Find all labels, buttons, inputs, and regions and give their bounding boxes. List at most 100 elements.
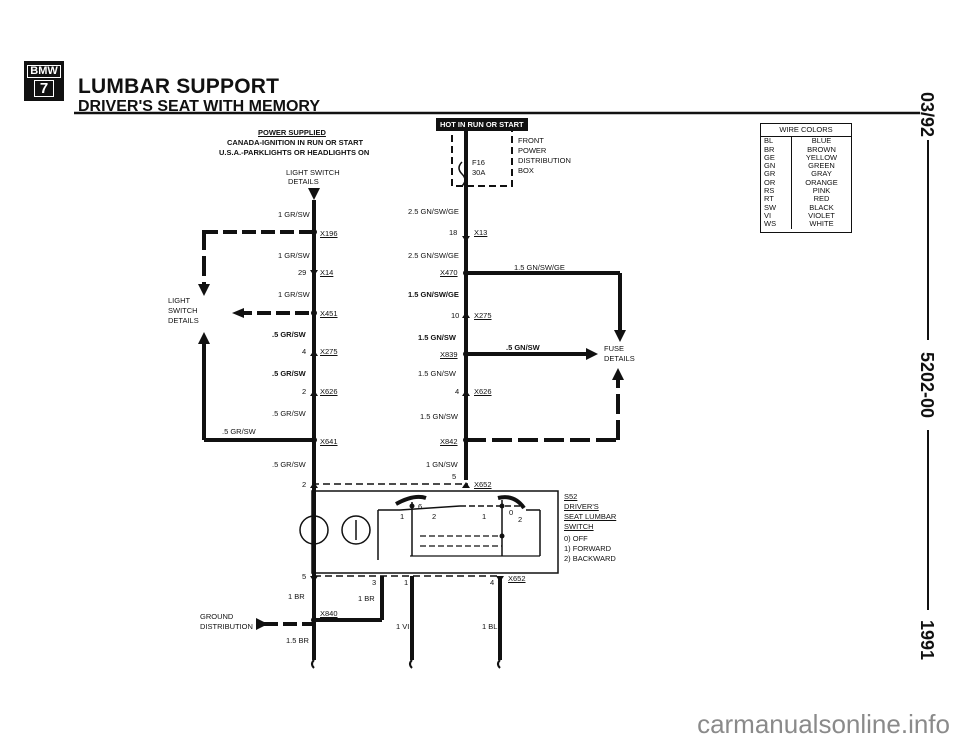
connector-x470: X470 [440,268,458,277]
fuse-box-name-2: POWER [518,146,547,155]
wire-label-5: .5 GR/SW [272,369,306,378]
wire-color-name: YELLOW [805,152,838,162]
switch-pos-off: 0) OFF [564,534,588,543]
connector-x842: X842 [440,437,458,446]
fuse-amps: 30A [472,168,486,177]
page-title: LUMBAR SUPPORT [78,75,280,98]
wire-color-name: PINK [812,186,831,196]
switch-pin-1l: 1 [400,512,405,521]
connector-x840: X840 [320,609,338,618]
fuse-box-name-4: BOX [518,166,534,175]
connector-x652a: X652 [474,480,492,489]
wire-label-7: .5 GR/SW [272,460,306,469]
fuse-box-name-1: FRONT [518,136,544,145]
power-line2: U.S.A.-PARKLIGHTS OR HEADLIGHTS ON [219,148,370,157]
wire-label-h1: 1.5 GN/SW/GE [514,263,565,272]
wire-label-r1: 2.5 GN/SW/GE [408,207,459,216]
wire-label-6: .5 GR/SW [272,409,306,418]
connector-x196: X196 [320,229,338,238]
wire-label-left-small: .5 GR/SW [222,427,256,436]
connector-x275a-pin: 4 [302,347,307,356]
switch-id: S52 [564,492,578,501]
connector-x13: X13 [474,228,488,237]
connector-x626b: X626 [474,387,492,396]
connector-x451: X451 [320,309,338,318]
connector-x14: X14 [320,268,334,277]
fuse-details-2: DETAILS [604,354,635,363]
logo-top: BMW [27,65,61,78]
connector-x652b-pin-3: 3 [372,578,377,587]
fuse-number: F16 [472,158,485,167]
connector-x652b: X652 [508,574,526,583]
connector-x839: X839 [440,350,458,359]
connector-x14-pin: 29 [298,268,307,277]
connector-x626b-pin: 4 [455,387,460,396]
wire-colors-heading: WIRE COLORS [761,124,851,138]
wire-color-name: BROWN [807,144,836,154]
wire-label-r4: 1.5 GN/SW [418,333,456,342]
wire-color-code: VI [761,211,792,221]
bmw-logo: BMW 7 [24,61,64,101]
switch-name-3: SWITCH [564,522,594,531]
switch-pos-forward: 1) FORWARD [564,544,612,553]
wire-label-b3: 1.5 BR [286,636,309,645]
wire-color-code: WS [761,219,792,229]
watermark: carmanualsonline.info [697,709,950,739]
wire-color-code: GE [761,153,792,163]
wire-color-name: RED [813,194,830,204]
left-details-label: DETAILS [168,316,199,325]
switch-pin-0: 0 [509,508,514,517]
connector-x275b-pin: 10 [451,311,460,320]
wire-color-code: OR [761,178,792,188]
wire-color-code: BR [761,145,792,154]
left-light-label: LIGHT [168,296,191,305]
wire-color-row: BR BROWN [761,144,851,154]
wire-label-3: 1 GR/SW [278,290,310,299]
wire-color-code: RS [761,186,792,196]
wire-color-row: BL BLUE [761,137,851,146]
connector-x13-pin: 18 [449,228,458,237]
wire-label-b2: 1 BR [358,594,375,603]
power-heading: POWER SUPPLIED [258,128,326,137]
fuse-box-name-3: DISTRIBUTION [518,156,571,165]
wire-color-row: WS WHITE [761,219,851,229]
wire-color-name: WHITE [809,219,834,229]
fuse-details-1: FUSE [604,344,625,353]
wire-label-r5: 1.5 GN/SW [418,369,456,378]
wire-color-row: OR ORANGE [761,177,851,188]
wire-color-name: BLACK [809,202,834,212]
wire-color-row: VI VIOLET [761,210,851,221]
wire-label-b1: 1 BR [288,592,305,601]
light-switch-label: LIGHT SWITCH [286,168,340,177]
hot-in-run-badge: HOT IN RUN OR START [436,118,528,131]
power-line1: CANADA-IGNITION IN RUN OR START [227,138,364,147]
switch-pos-backward: 2) BACKWARD [564,554,616,563]
wire-colors-frame [760,123,852,233]
connector-x626a: X626 [320,387,338,396]
connector-x652b-pin-1: 1 [404,578,409,587]
wire-label-r6: 1.5 GN/SW [420,412,458,421]
wire-label-4: .5 GR/SW [272,330,306,339]
wire-label-2: 1 GR/SW [278,251,310,260]
wire-color-code: BL [761,137,792,146]
ground-label-2: DISTRIBUTION [200,622,253,631]
wire-color-name: BLUE [811,136,832,146]
wire-label-b5: 1 BL [482,622,498,631]
wire-color-name: VIOLET [808,210,835,220]
connector-x652a-pin-r: 5 [452,472,457,481]
wire-color-name: ORANGE [805,177,838,187]
switch-pin-6: 6 [418,502,423,511]
wire-label-1: 1 GR/SW [278,210,310,219]
light-switch-details: DETAILS [288,177,319,186]
switch-pin-1: 1 [482,512,487,521]
wire-label-r7: 1 GN/SW [426,460,458,469]
left-switch-label: SWITCH [168,306,198,315]
ground-label-1: GROUND [200,612,234,621]
connector-x275b: X275 [474,311,492,320]
page-subtitle: DRIVER'S SEAT WITH MEMORY [78,98,321,115]
connector-x652b-pin-4: 4 [490,578,495,587]
